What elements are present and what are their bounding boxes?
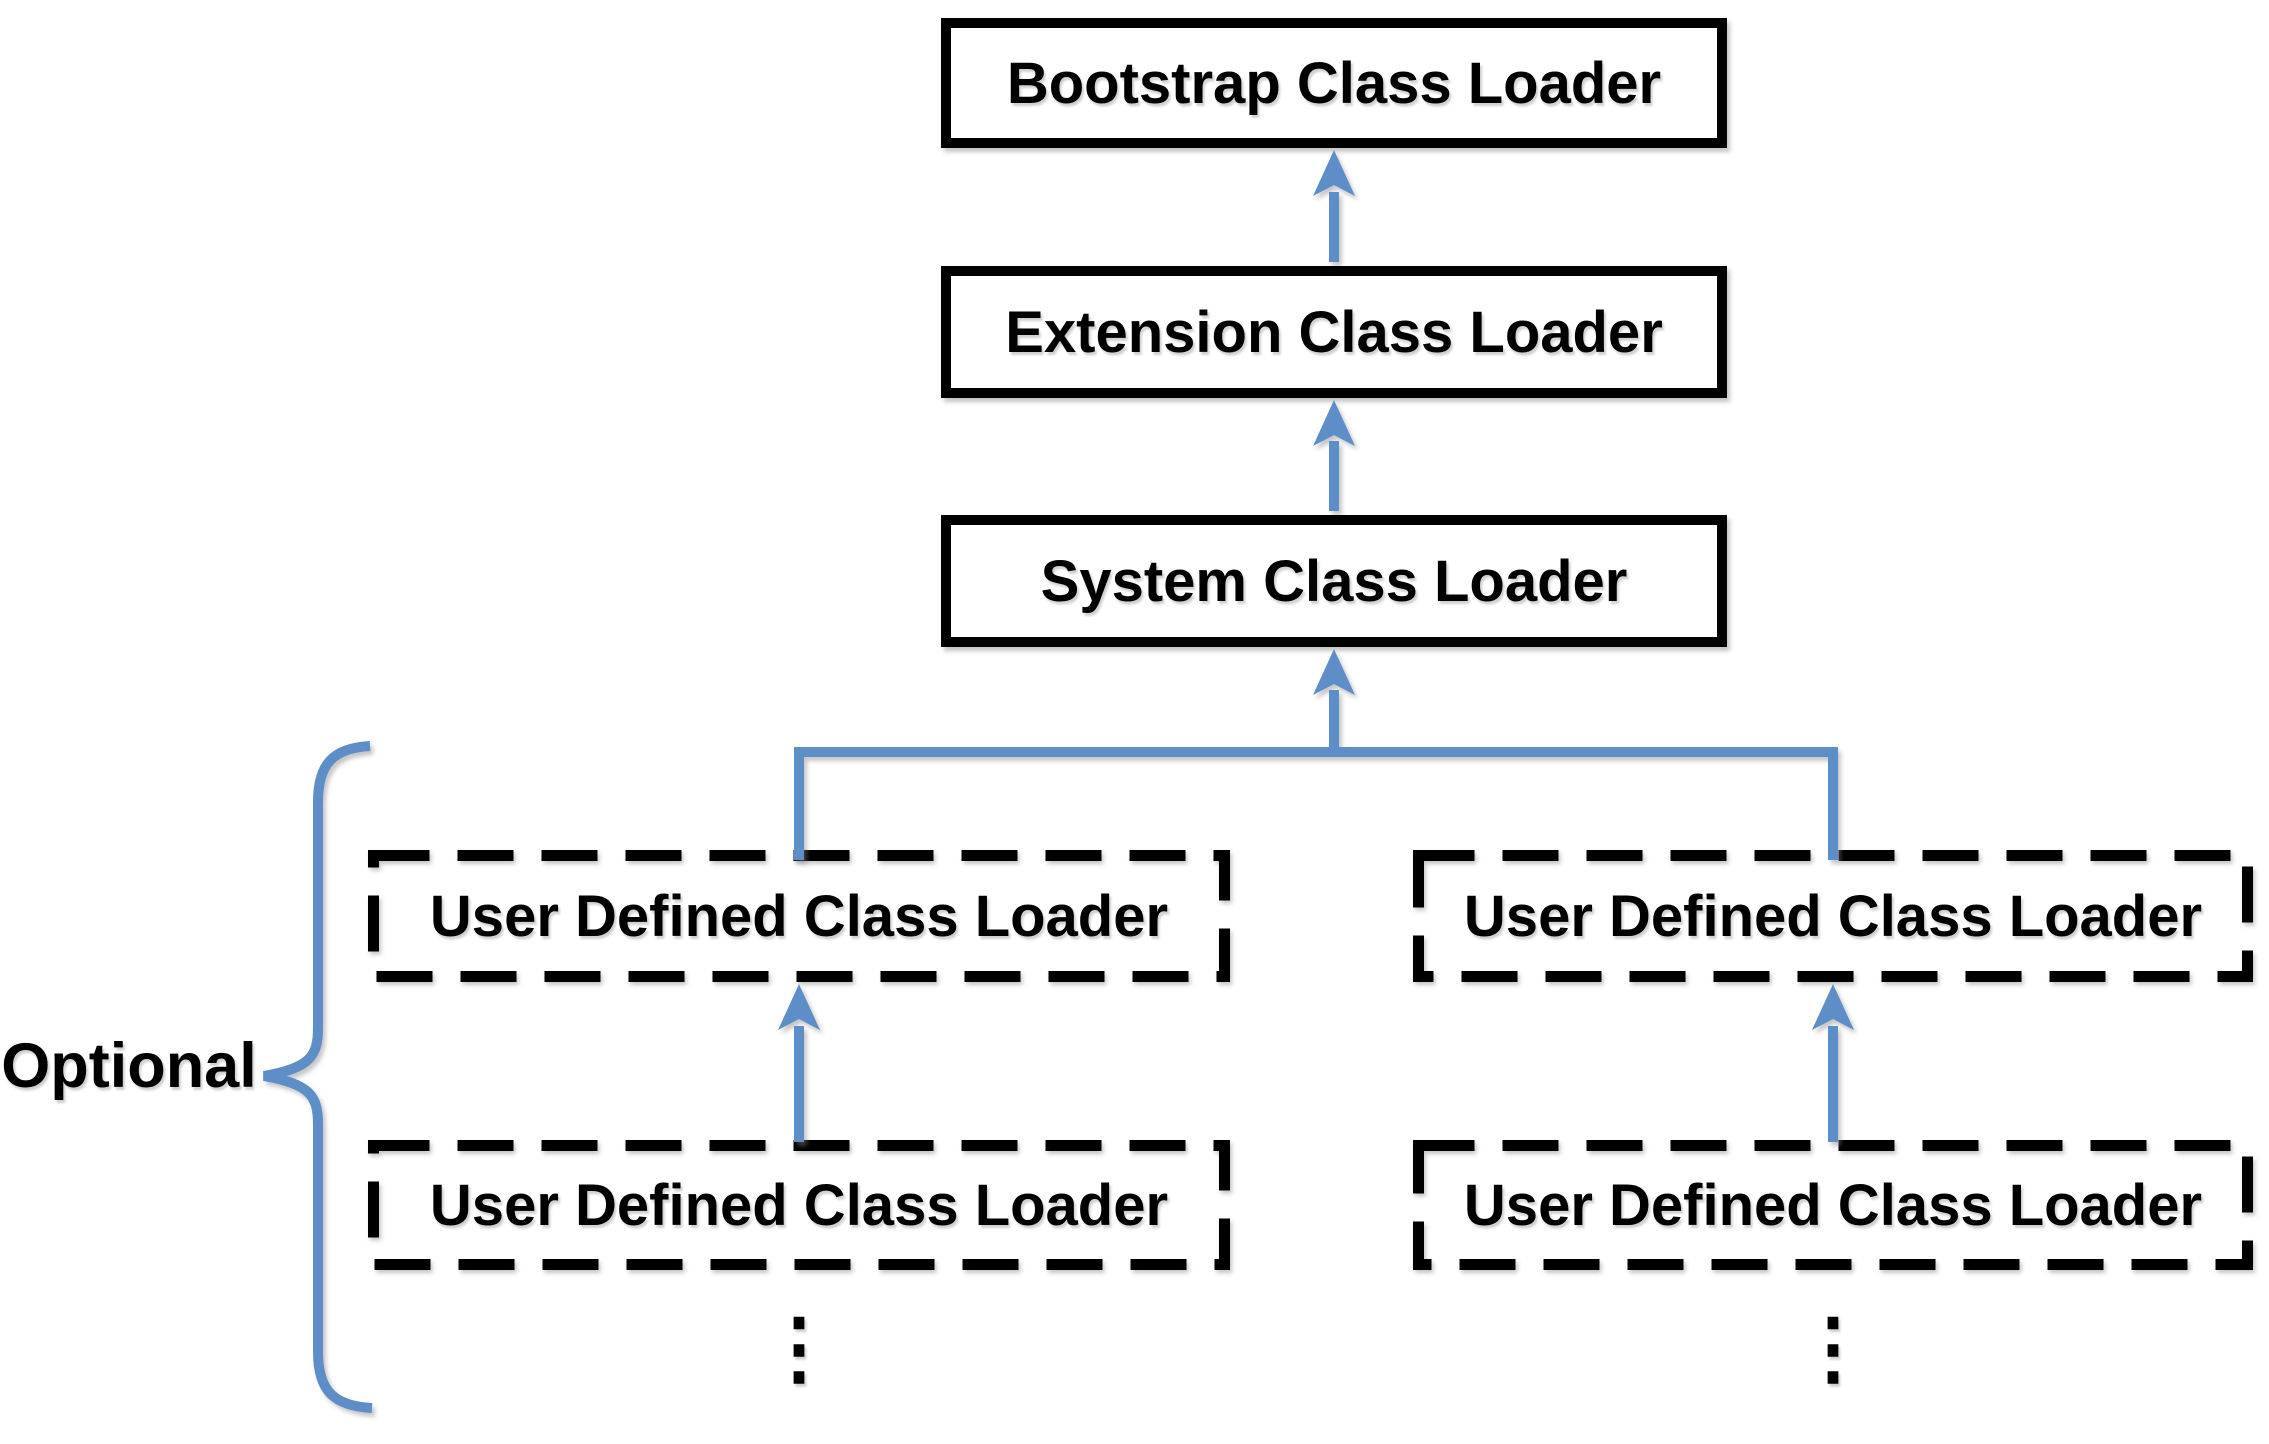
box-system-class-loader: System Class Loader [941, 515, 1727, 647]
bootstrap-box-label: Bootstrap Class Loader [1006, 50, 1662, 116]
optional-curly-brace [263, 741, 373, 1413]
arrow-right-lower-to-upper-head [1812, 984, 1854, 1030]
box-user-defined-left-upper: User Defined Class Loader [368, 850, 1230, 982]
ellipsis-left-column: ⋮ [759, 1303, 839, 1392]
box-user-defined-right-lower-border [1413, 1140, 2253, 1270]
system-box-label: System Class Loader [1040, 548, 1628, 614]
arrow-connector-to-system-head [1313, 649, 1355, 695]
box-user-defined-right-upper: User Defined Class Loader [1413, 850, 2253, 982]
extension-box-label: Extension Class Loader [1005, 299, 1663, 365]
optional-label: Optional [1, 1031, 257, 1101]
user-defined-left-upper-label: User Defined Class Loader [429, 883, 1169, 949]
box-user-defined-right-lower: User Defined Class Loader [1413, 1140, 2253, 1270]
box-bootstrap-class-loader: Bootstrap Class Loader [941, 18, 1727, 148]
arrow-system-to-extension-head [1313, 400, 1355, 446]
box-user-defined-right-upper-border [1413, 850, 2253, 982]
user-defined-right-upper-label: User Defined Class Loader [1463, 883, 2203, 949]
connector-user-loaders-to-system [794, 747, 1838, 860]
arrow-left-lower-to-upper-head [778, 984, 820, 1030]
blue-connectors-group [263, 150, 1854, 1413]
arrow-extension-to-bootstrap-head [1313, 150, 1355, 196]
box-extension-class-loader: Extension Class Loader [941, 266, 1727, 398]
user-defined-right-lower-label: User Defined Class Loader [1463, 1172, 2203, 1238]
box-user-defined-left-lower: User Defined Class Loader [368, 1140, 1230, 1270]
user-defined-left-lower-label: User Defined Class Loader [429, 1172, 1169, 1238]
box-user-defined-left-lower-border [368, 1140, 1230, 1270]
ellipsis-right-column: ⋮ [1793, 1303, 1873, 1392]
